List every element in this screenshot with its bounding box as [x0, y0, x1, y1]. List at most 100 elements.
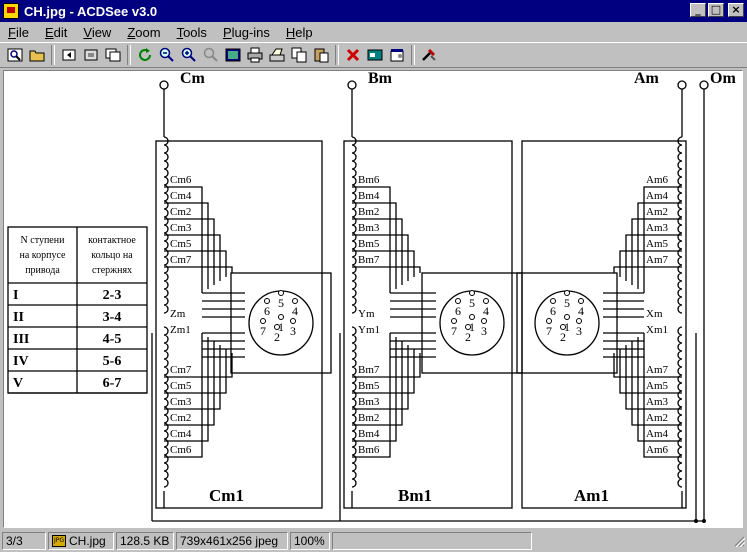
wire [637, 202, 682, 289]
rotate-icon[interactable] [135, 45, 155, 65]
wire [643, 333, 682, 458]
wire [352, 353, 421, 378]
switch-pin-label: 4 [578, 304, 584, 318]
table-header-2: контактное [88, 235, 136, 246]
menu-plugins[interactable]: Plug-ins [222, 24, 270, 40]
switch-pin-label: 6 [550, 304, 556, 318]
status-position: 3/3 [2, 532, 46, 550]
switch-pin [278, 314, 284, 320]
tap-label: Am2 [646, 206, 668, 218]
table-step: II [13, 310, 24, 325]
wire [352, 186, 391, 293]
delete-icon[interactable] [343, 45, 363, 65]
table-step: V [13, 376, 23, 391]
zoom-fit-icon[interactable] [201, 45, 221, 65]
switch-pin-label: 7 [546, 324, 552, 338]
switch-pin-label: 3 [290, 324, 296, 338]
print-icon[interactable] [245, 45, 265, 65]
tools-icon[interactable] [419, 45, 439, 65]
menu-tools[interactable]: Tools [176, 24, 207, 40]
toolbar-separator [335, 45, 339, 65]
maximize-button[interactable]: □ [708, 3, 724, 17]
coil-lower [351, 326, 357, 488]
tap-label: Am3 [646, 396, 669, 408]
tap-label: Bm7 [358, 254, 380, 266]
status-dimensions: 739x461x256 jpeg [176, 532, 288, 550]
switch-pin-label: 5 [564, 296, 570, 310]
tap-label: Am4 [646, 428, 669, 440]
switch-pin [290, 318, 296, 324]
switch-frame [516, 272, 618, 374]
mid-label: Xm [646, 308, 663, 320]
menu-zoom[interactable]: Zoom [127, 24, 161, 40]
coil-frame [343, 140, 513, 509]
full-screen-icon[interactable] [223, 45, 243, 65]
wire [352, 345, 409, 410]
switch-pin-label: 1 [469, 320, 475, 334]
tap-label: Cm2 [170, 412, 191, 424]
copy-icon[interactable] [289, 45, 309, 65]
mid-label: Zm [170, 308, 186, 320]
switch-pin [578, 298, 584, 304]
wire [164, 218, 215, 285]
menu-view[interactable]: View [83, 24, 112, 40]
wire [631, 218, 682, 285]
acdsee-app-icon[interactable] [3, 3, 19, 19]
tap-label: Am5 [646, 380, 669, 392]
browse-icon[interactable] [5, 45, 25, 65]
first-icon[interactable] [59, 45, 79, 65]
wire [164, 337, 209, 442]
wire [352, 333, 391, 458]
menu-edit[interactable]: Edit [44, 24, 68, 40]
scan-icon[interactable] [267, 45, 287, 65]
wire [164, 266, 233, 273]
switch-frame [230, 272, 332, 374]
next-icon[interactable] [103, 45, 123, 65]
paste-icon[interactable] [311, 45, 331, 65]
tap-label: Bm4 [358, 190, 380, 202]
switch-pin [469, 314, 475, 320]
menu-bar: File Edit View Zoom Tools Plug-ins Help [0, 22, 747, 42]
toolbar-separator [411, 45, 415, 65]
tap-label: Am7 [646, 364, 669, 376]
zoom-in-icon[interactable] [179, 45, 199, 65]
coil-label-bm: Bm1 [398, 486, 432, 505]
tap-label: Am5 [646, 238, 669, 250]
tap-label: Bm4 [358, 428, 380, 440]
tap-label: Cm6 [170, 444, 192, 456]
zoom-out-icon[interactable] [157, 45, 177, 65]
menu-help[interactable]: Help [285, 24, 313, 40]
tap-label: Cm4 [170, 190, 192, 202]
switch-pin-label: 3 [481, 324, 487, 338]
minimize-button[interactable]: _ [690, 3, 706, 17]
wire [625, 345, 682, 410]
properties-icon[interactable] [387, 45, 407, 65]
switch-pin-label: 1 [278, 320, 284, 334]
switch-pin-label: 3 [576, 324, 582, 338]
tap-label: Cm6 [170, 174, 192, 186]
coil-upper [163, 136, 169, 314]
switch-pin-label: 6 [455, 304, 461, 318]
wire [164, 186, 203, 293]
switch-pin-label: 4 [292, 304, 298, 318]
wire [625, 234, 682, 281]
tap-label: Cm3 [170, 396, 192, 408]
table-step: I [13, 288, 18, 303]
junction [702, 519, 706, 523]
table-header-2: стержнях [92, 265, 132, 276]
terminal-bm [347, 80, 357, 90]
rename-icon[interactable] [365, 45, 385, 65]
close-button[interactable]: × [728, 3, 744, 17]
table-ring: 3-4 [103, 310, 122, 325]
open-folder-icon[interactable] [27, 45, 47, 65]
menu-file[interactable]: File [8, 24, 29, 40]
status-zoom: 100% [290, 532, 330, 550]
resize-grip-icon[interactable] [733, 535, 745, 547]
previous-icon[interactable] [81, 45, 101, 65]
tap-label: Am2 [646, 412, 668, 424]
wire [164, 250, 227, 277]
window-title: CH.jpg - ACDSee v3.0 [24, 3, 158, 19]
